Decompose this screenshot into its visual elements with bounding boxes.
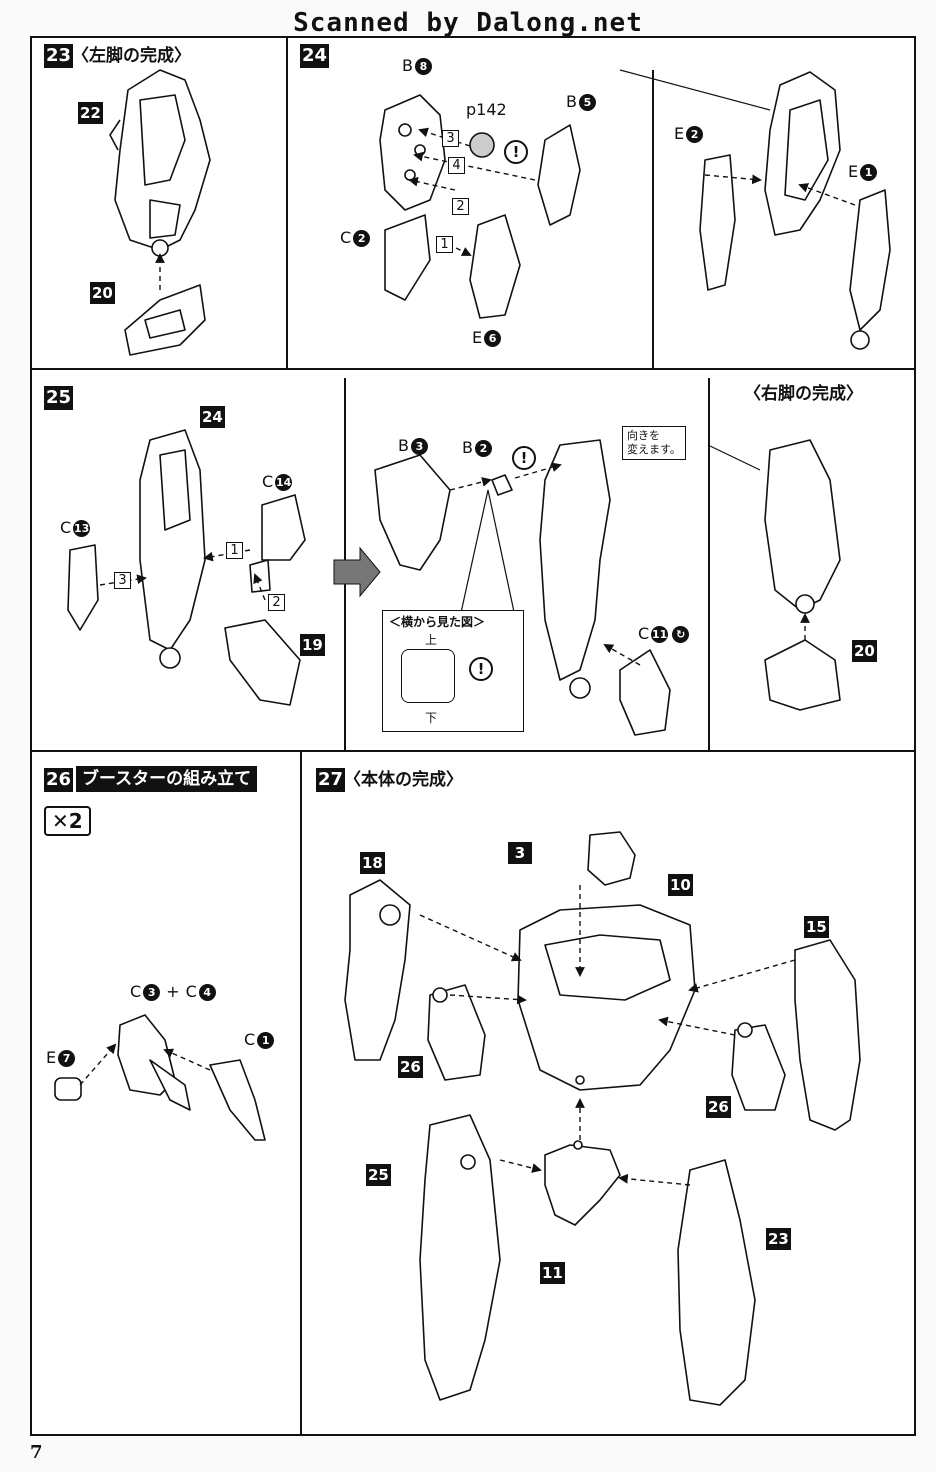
ref-25: 25 [366,1164,391,1186]
left-leg-drawing [109,69,211,356]
scan-credit: Scanned by Dalong.net [293,8,643,38]
order-25-3: 3 [114,572,131,589]
orientation-note: 向きを 変えます。 [622,426,686,460]
order-24-1: 1 [436,236,453,253]
ref-22: 22 [78,102,103,124]
step24-parts-drawing [379,71,891,350]
multiplier-badge: ✕2 [44,806,91,836]
ref-18: 18 [360,852,385,874]
ref-26-left: 26 [398,1056,423,1078]
side-view-box: ＜横から見た図＞ 上 ! 下 [382,610,524,732]
ref-26-right: 26 [706,1096,731,1118]
ref-11: 11 [540,1262,565,1284]
side-view-shape [401,649,455,703]
ref-10: 10 [668,874,693,896]
order-25-2: 2 [268,594,285,611]
order-24-3: 3 [442,130,459,147]
order-24-4: 4 [448,157,465,174]
step-26-title: ブースターの組み立て [76,766,258,792]
divider-23-24 [286,36,288,370]
step-23-title: 〈左脚の完成〉 [72,46,191,66]
ref-24: 24 [200,406,225,428]
side-view-bottom: 下 [425,711,438,725]
ref-19: 19 [300,634,325,656]
step-25-number: 25 [44,386,74,410]
ref-20-right: 20 [852,640,877,662]
side-view-top: 上 [425,633,438,647]
body-assembly-drawing [344,831,861,1406]
right-leg-complete-title: 〈右脚の完成〉 [744,384,863,404]
ref-15: 15 [804,916,829,938]
page-number: 7 [30,1442,43,1463]
rotate-icon: ↻ [672,625,690,643]
ref-23: 23 [766,1228,791,1250]
next-arrow [333,546,381,598]
order-24-2: 2 [452,198,469,215]
page-ref-p142: p142 [466,100,507,119]
step25-parts-drawing [67,429,841,736]
warning-icon-b2: ! [512,446,536,470]
ref-20: 20 [90,282,115,304]
step-24-number: 24 [300,44,330,68]
booster-drawing [54,1014,266,1141]
divider-26-27 [300,750,302,1436]
step-23-number: 23 [44,44,74,68]
step-27-title: 〈本体の完成〉 [344,770,463,790]
step-26-number: 26 [44,768,74,792]
step-27-number: 27 [316,768,346,792]
order-25-1: 1 [226,542,243,559]
side-view-title: ＜横から見た図＞ [389,615,486,629]
ref-3: 3 [508,842,532,864]
warning-icon-side: ! [469,657,493,681]
warning-icon: ! [504,140,528,164]
divider-24-sub [652,70,654,368]
divider-25-complete [708,378,710,750]
